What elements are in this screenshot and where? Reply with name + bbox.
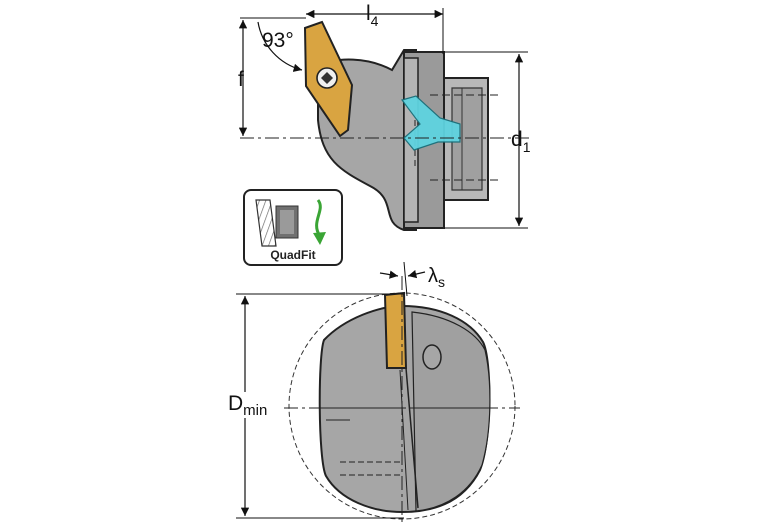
dmin-label-bg [218, 392, 280, 418]
quadfit-coupling-icon [255, 199, 299, 247]
dmin-label: Dmin [228, 392, 267, 419]
lambda-arrow-left [379, 270, 399, 279]
front-view: λs Dmin [218, 261, 520, 523]
front-body-right-shade [411, 311, 491, 512]
lambda-ref-line [403, 261, 408, 297]
angle-arc [257, 21, 303, 72]
coupling-face [451, 87, 483, 191]
edge-line-2 [399, 369, 409, 511]
torx-icon [321, 72, 333, 84]
edge-line-1 [405, 367, 419, 509]
lambda-label: λs [428, 265, 445, 290]
f-label: f [238, 68, 244, 91]
quadfit-badge: QuadFit [243, 189, 343, 266]
coolant-channel [400, 95, 461, 151]
badge-text: QuadFit [270, 248, 315, 262]
side-view: 93° f l4 d1 [238, 2, 531, 231]
coolant-hole [422, 344, 442, 370]
rotation-arrow-icon [313, 199, 326, 245]
l4-label: l4 [366, 2, 379, 29]
d1-label: d1 [511, 128, 531, 155]
lambda-arrow-right [407, 269, 426, 279]
front-insert [383, 291, 408, 369]
angle-label: 93° [262, 29, 294, 52]
